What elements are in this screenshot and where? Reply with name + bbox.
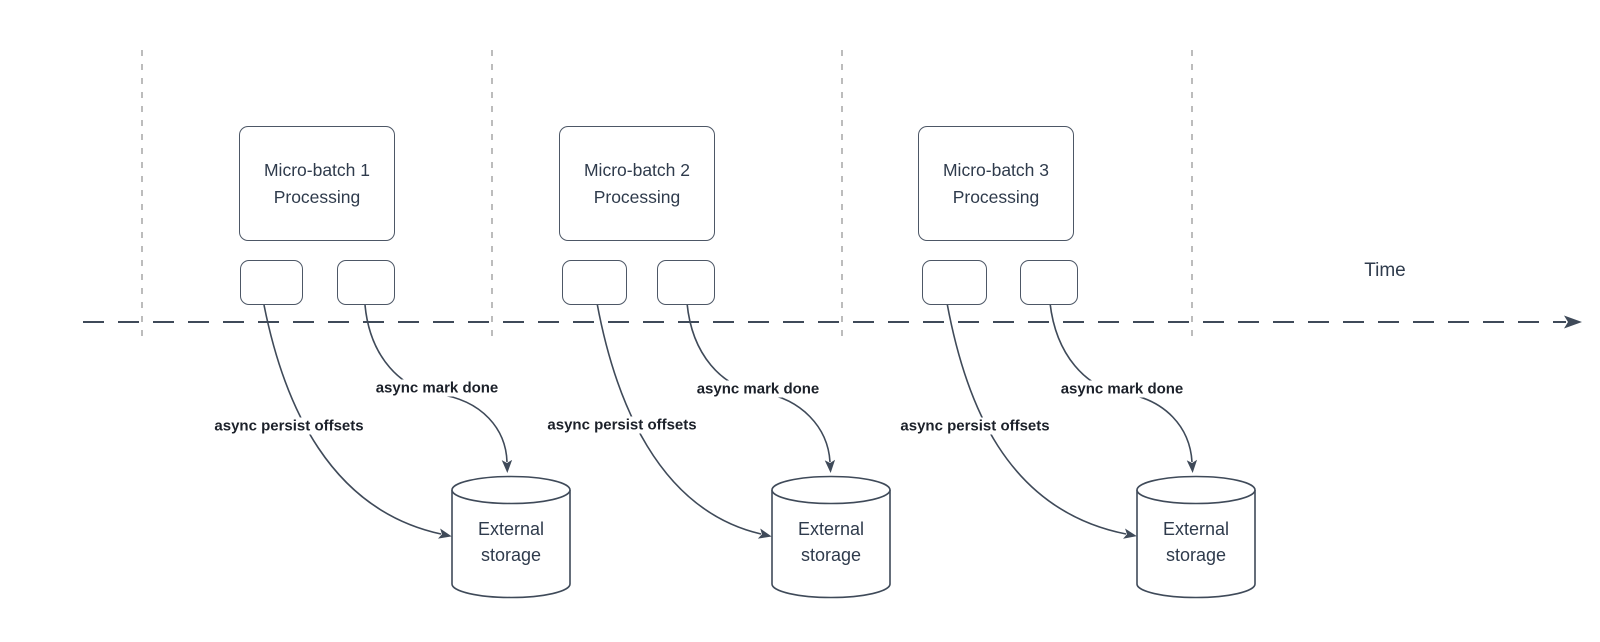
mark-done-label-2: async mark done — [693, 380, 823, 398]
persist-offsets-label-2: async persist offsets — [544, 416, 700, 434]
time-axis-label: Time — [1364, 260, 1406, 281]
storage-cylinder-1 — [451, 475, 571, 599]
persist-offsets-arrow-2 — [596, 302, 772, 539]
micro-batch-1-processing-box: Micro-batch 1 Processing — [239, 126, 395, 241]
storage-cylinder-2 — [771, 475, 891, 599]
mark-done-label-3: async mark done — [1057, 380, 1187, 398]
micro-batch-1-task-box-right — [337, 260, 395, 305]
micro-batch-2-task-box-left — [562, 260, 627, 305]
storage-cylinder-3 — [1136, 475, 1256, 599]
micro-batch-3-processing-box: Micro-batch 3 Processing — [918, 126, 1074, 241]
persist-offsets-label-1: async persist offsets — [211, 417, 367, 435]
micro-batch-2-task-box-right — [657, 260, 715, 305]
micro-batch-1-task-box-left — [240, 260, 303, 305]
persist-offsets-label-3: async persist offsets — [897, 417, 1053, 435]
mark-done-label-1: async mark done — [372, 379, 502, 397]
persist-offsets-arrow-3 — [946, 302, 1137, 539]
external-storage-label-1: External storage — [477, 519, 545, 565]
micro-batch-3-task-box-left — [922, 260, 987, 305]
micro-batch-2-processing-box: Micro-batch 2 Processing — [559, 126, 715, 241]
external-storage-label-3: External storage — [1162, 519, 1230, 565]
micro-batch-3-task-box-right — [1020, 260, 1078, 305]
persist-offsets-arrow-1 — [263, 304, 452, 539]
external-storage-label-2: External storage — [797, 519, 865, 565]
